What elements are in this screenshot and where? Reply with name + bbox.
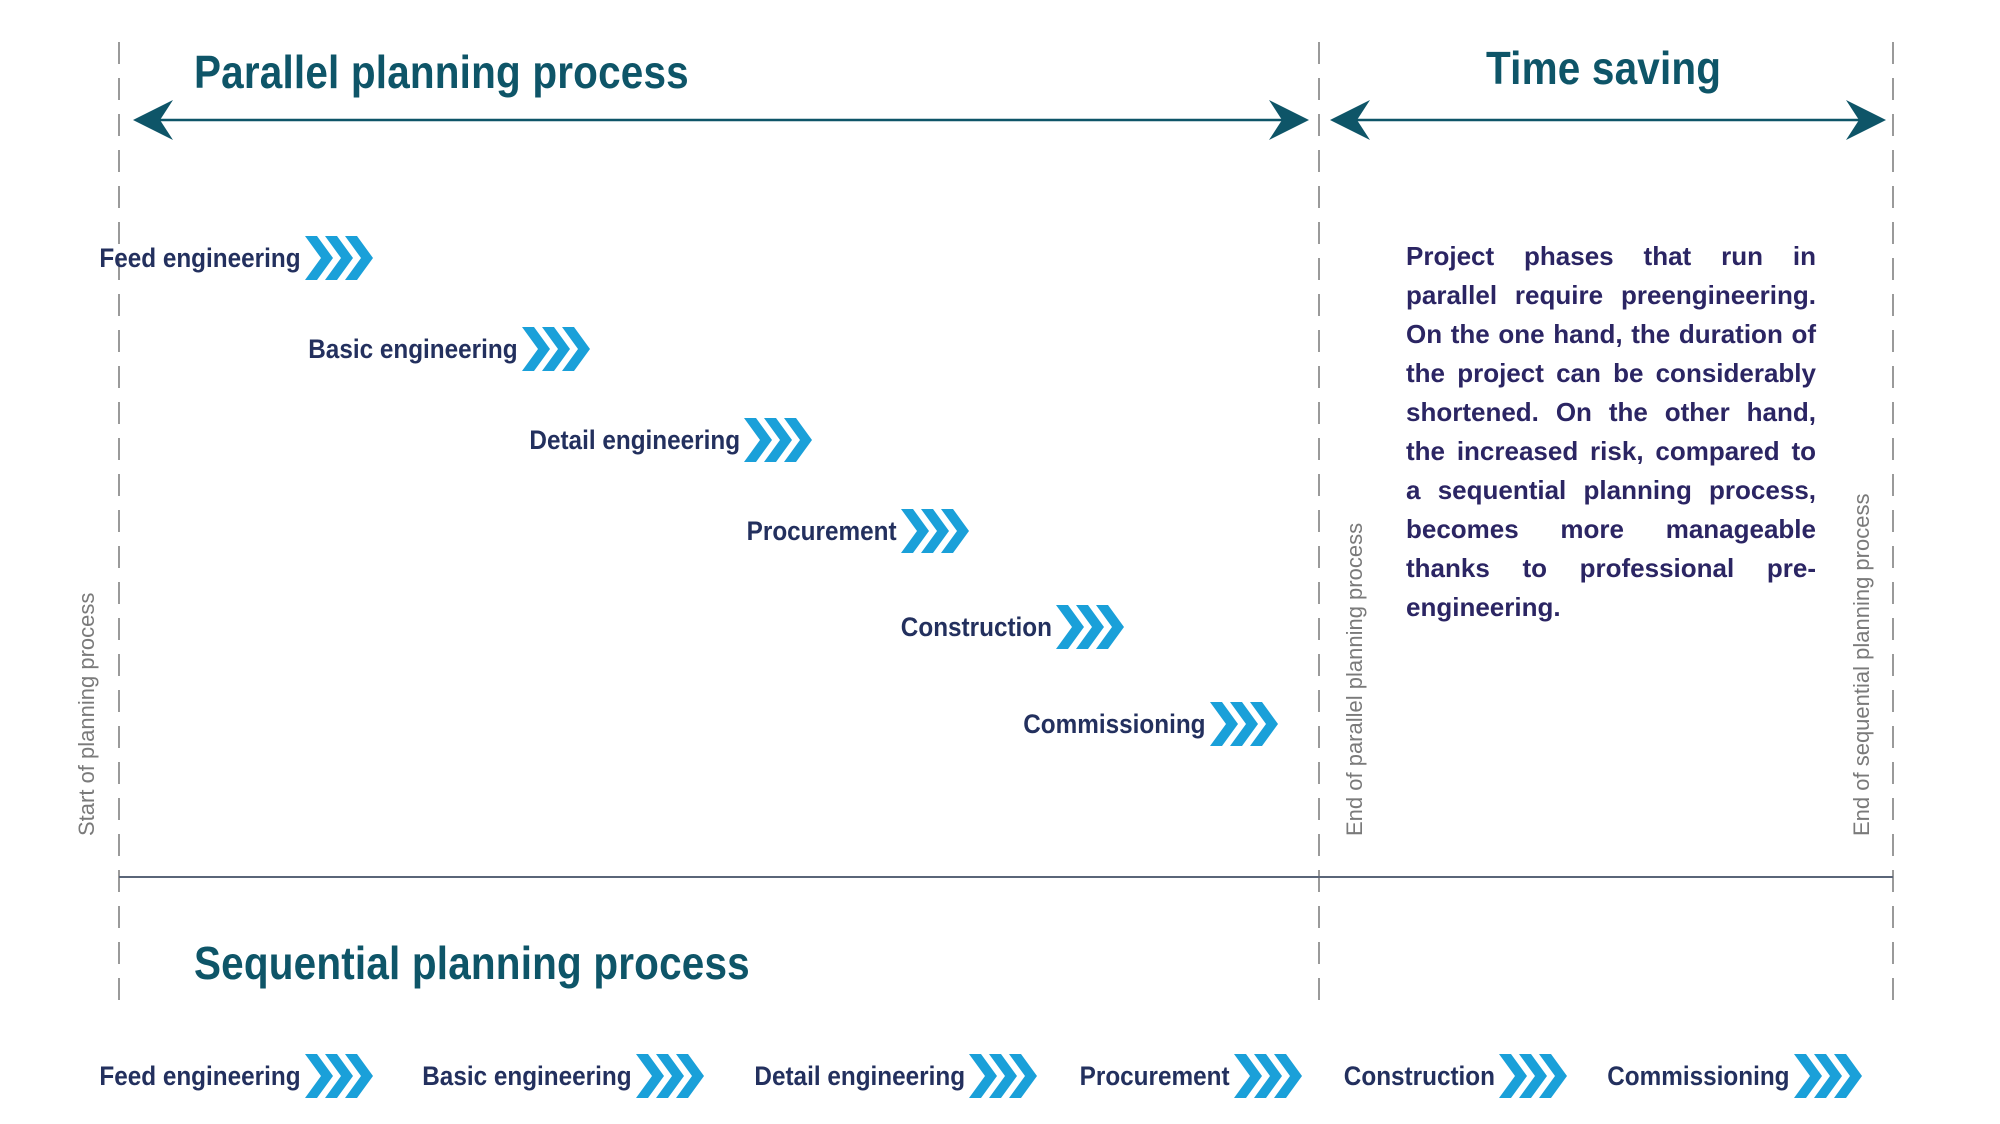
triple-chevron-right-icon [1210,702,1278,746]
sequential-phase-construction: Construction [1327,1052,1569,1100]
sequential-phase-feed-engineering: Feed engineering [77,1052,375,1100]
triple-chevron-right-icon [1234,1054,1302,1098]
phase-label: Construction [1343,1060,1495,1091]
parallel-phase-procurement: Procurement [730,507,971,555]
phase-label: Commissioning [1023,708,1206,739]
phase-label: Basic engineering [308,333,518,364]
parallel-phase-feed-engineering: Feed engineering [77,234,375,282]
sequential-phase-procurement: Procurement [1063,1052,1304,1100]
phase-label: Detail engineering [529,424,740,455]
triple-chevron-right-icon [636,1054,704,1098]
triple-chevron-right-icon [1499,1054,1567,1098]
triple-chevron-right-icon [969,1054,1037,1098]
sequential-phase-basic-engineering: Basic engineering [399,1052,706,1100]
sequential-planning-heading: Sequential planning process [194,937,750,989]
parallel-phase-commissioning: Commissioning [1003,700,1280,748]
parallel-phase-detail-engineering: Detail engineering [506,416,814,464]
parallel-planning-heading: Parallel planning process [194,46,689,98]
triple-chevron-right-icon [744,418,812,462]
phase-label: Commissioning [1607,1060,1790,1091]
triple-chevron-right-icon [1056,605,1124,649]
time-saving-heading: Time saving [1486,42,1722,94]
triple-chevron-right-icon [305,236,373,280]
time-saving-description: Project phases that run in parallel requ… [1406,241,1816,622]
phase-label: Procurement [1080,1060,1230,1091]
start-of-planning-label: Start of planning process [74,592,99,836]
triple-chevron-right-icon [901,509,969,553]
end-of-parallel-label: End of parallel planning process [1342,522,1367,836]
phase-label: Construction [900,611,1052,642]
phase-label: Procurement [747,515,897,546]
phase-label: Feed engineering [99,242,301,273]
end-of-sequential-label: End of sequential planning process [1849,493,1874,836]
triple-chevron-right-icon [522,327,590,371]
phase-label: Detail engineering [754,1060,965,1091]
triple-chevron-right-icon [1794,1054,1862,1098]
triple-chevron-right-icon [305,1054,373,1098]
phase-label: Basic engineering [422,1060,632,1091]
sequential-phase-detail-engineering: Detail engineering [731,1052,1039,1100]
phase-label: Feed engineering [99,1060,301,1091]
parallel-phase-construction: Construction [884,603,1126,651]
parallel-phase-basic-engineering: Basic engineering [285,325,592,373]
sequential-phase-commissioning: Commissioning [1587,1052,1864,1100]
